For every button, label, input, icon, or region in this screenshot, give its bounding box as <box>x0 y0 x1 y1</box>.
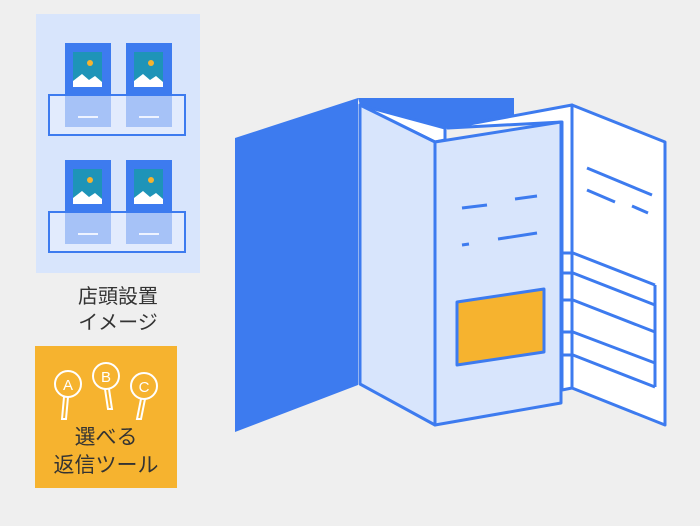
letter-c: C <box>139 379 150 396</box>
letter-a: A <box>63 377 73 394</box>
right-panel <box>570 103 667 427</box>
brochure-illustration <box>235 98 667 432</box>
display-panel <box>36 14 200 273</box>
display-shelf <box>48 211 186 253</box>
paddle-icons <box>54 362 158 420</box>
tool-badge-line1: 選べる <box>74 425 138 449</box>
front-panel <box>433 120 563 427</box>
display-shelf <box>48 94 186 136</box>
image-block <box>455 287 546 367</box>
display-label-line1: 店頭設置 <box>78 284 158 308</box>
inner-panel <box>358 103 437 427</box>
display-label-line2: イメージ <box>78 310 158 334</box>
tool-badge <box>35 346 177 488</box>
tool-badge-line2: 返信ツール <box>53 453 159 477</box>
letter-b: B <box>101 369 111 386</box>
back-cover <box>235 98 358 432</box>
